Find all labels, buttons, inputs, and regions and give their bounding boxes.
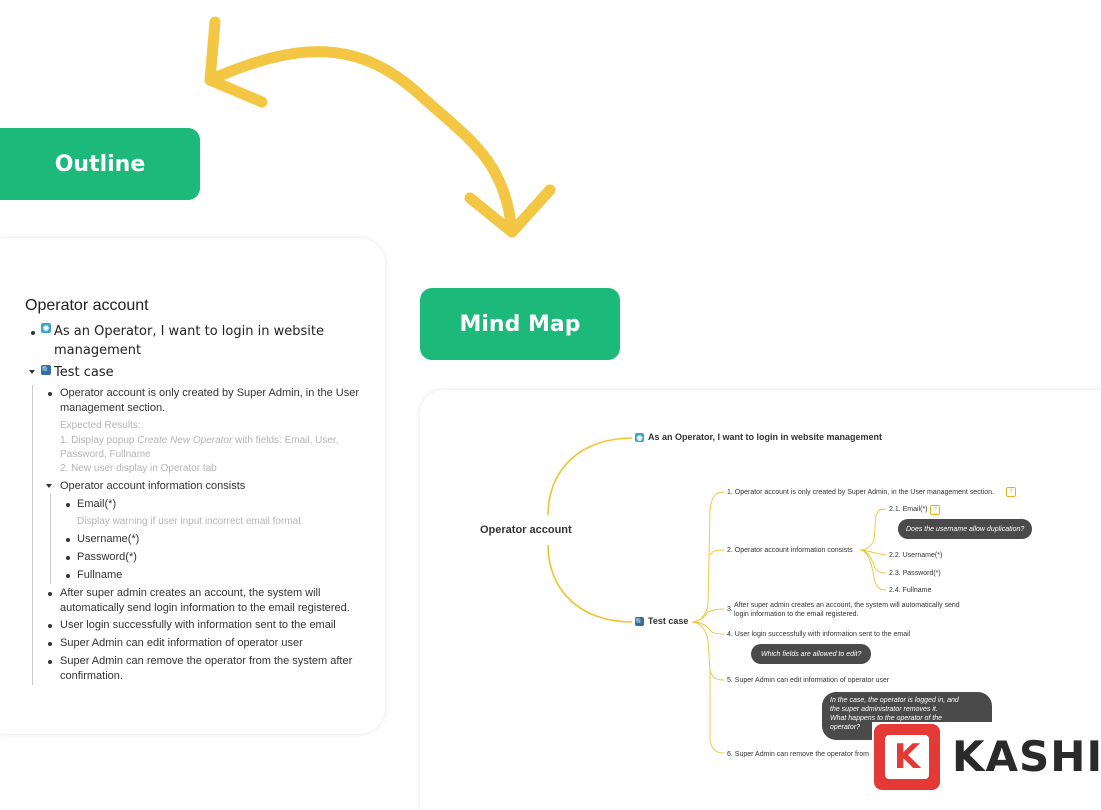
kashi-logo-letter: K — [893, 737, 921, 777]
search-icon: 🔍 — [635, 617, 644, 626]
field-username: Username(*) — [77, 533, 140, 545]
mm-node-5: 5. Super Admin can edit information of o… — [727, 677, 890, 684]
kashi-logo-mark: K — [874, 724, 940, 790]
outline-item-1: Operator account is only created by Supe… — [60, 387, 359, 414]
mindmap-root: Operator account — [480, 524, 572, 536]
collapse-toggle[interactable] — [46, 484, 52, 488]
story-icon: ◉ — [41, 323, 51, 333]
outline-test-case: Test case — [54, 365, 114, 380]
email-note: Display warning if user input incorrect … — [77, 516, 301, 527]
bullet — [48, 642, 52, 646]
comment-bubble-edit: Which fields are allowed to edit? — [751, 644, 872, 664]
outline-item-3: After super admin creates an account, th… — [60, 587, 350, 614]
bullet — [66, 556, 70, 560]
comment-bubble-remove: In the case, the operator is logged in, … — [822, 692, 992, 740]
outline-item-5: Super Admin can edit information of oper… — [60, 637, 303, 649]
mm-node-4: 4. User login successfully with informat… — [727, 631, 911, 638]
mm-node-3-line1: After super admin creates an account, th… — [734, 602, 960, 609]
kashi-logo: K KASHI — [872, 722, 1101, 792]
expected-1: 1. Display popup Create New Operator wit… — [60, 435, 339, 460]
mm-node-2-2: 2.2. Username(*) — [889, 552, 943, 559]
outline-card — [0, 238, 385, 734]
outline-item-4: User login successfully with information… — [60, 619, 336, 631]
outline-guide-line — [32, 385, 33, 685]
field-email: Email(*) — [77, 498, 117, 510]
mindmap-story: As an Operator, I want to login in websi… — [648, 432, 883, 442]
question-icon: ? — [1006, 487, 1016, 497]
mind-map-label: Mind Map — [420, 288, 620, 360]
bullet — [66, 503, 70, 507]
mindmap-test-case: Test case — [648, 616, 689, 626]
mm-node-2: 2. Operator account information consists — [727, 547, 853, 554]
mm-node-6: 6. Super Admin can remove the operator f… — [727, 751, 870, 758]
mm-node-2-3: 2.3. Password(*) — [889, 570, 941, 577]
field-password: Password(*) — [77, 551, 137, 563]
mm-node-3-line2: login information to the email registere… — [734, 611, 859, 618]
search-icon: 🔍 — [41, 365, 51, 375]
bullet — [48, 592, 52, 596]
outline-item-6: Super Admin can remove the operator from… — [60, 655, 353, 682]
outline-title: Operator account — [25, 297, 149, 314]
outline-guide-line — [50, 494, 51, 584]
comment-bubble-duplication: Does the username allow duplication? — [898, 519, 1033, 539]
mm-node-2-1: 2.1. Email(*) — [889, 506, 928, 513]
bullet — [66, 574, 70, 578]
outline-label: Outline — [0, 128, 200, 200]
mm-node-3-num: 3. — [727, 606, 733, 613]
collapse-toggle[interactable] — [29, 370, 35, 374]
bullet — [48, 392, 52, 396]
bullet — [66, 538, 70, 542]
bullet — [48, 660, 52, 664]
mm-node-2-4: 2.4. Fullname — [889, 587, 932, 594]
kashi-logo-name: KASHI — [952, 732, 1101, 781]
question-icon: ? — [930, 505, 940, 515]
outline-item-2: Operator account information consists — [60, 480, 246, 492]
bullet — [31, 331, 35, 335]
curved-double-arrow-icon — [204, 16, 556, 238]
field-fullname: Fullname — [77, 569, 123, 581]
outline-story: As an Operator, I want to login in websi… — [54, 324, 324, 358]
mm-node-1: 1. Operator account is only created by S… — [727, 489, 994, 496]
expected-2: 2. New user display in Operator tab — [60, 463, 217, 474]
expected-label: Expected Results: — [60, 420, 141, 431]
bullet — [48, 624, 52, 628]
story-icon: ◉ — [635, 433, 644, 442]
